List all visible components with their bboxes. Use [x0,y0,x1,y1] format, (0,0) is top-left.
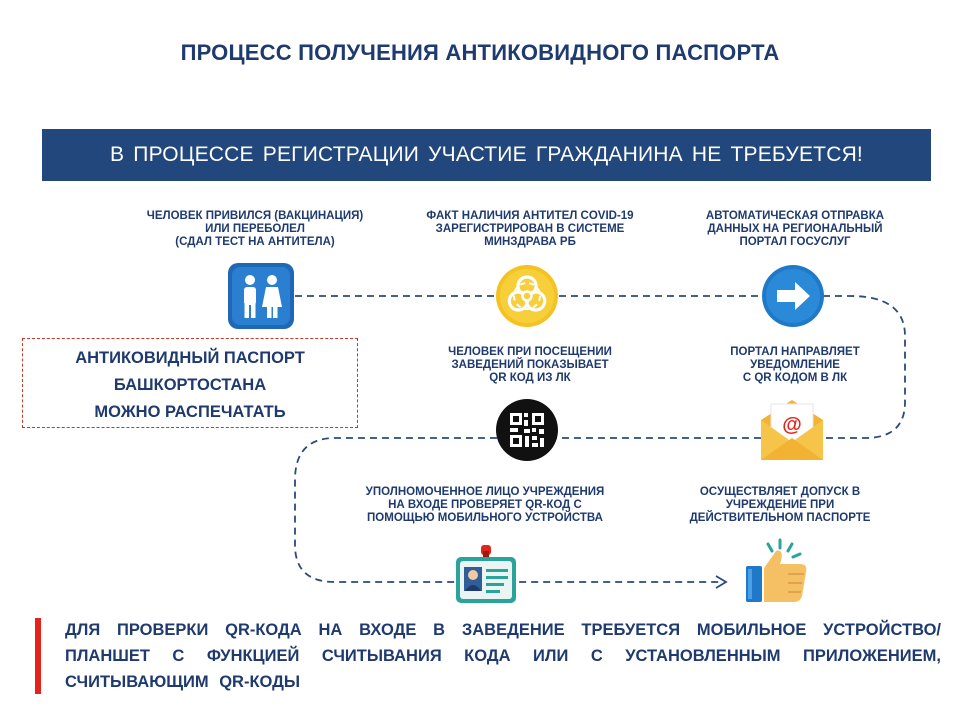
people-icon [228,263,294,329]
step-label-vaccination: ЧЕЛОВЕК ПРИВИЛСЯ (ВАКЦИНАЦИЯ) ИЛИ ПЕРЕБО… [146,210,364,248]
email-envelope-icon: @ [761,400,823,460]
passport-note-box: АНТИКОВИДНЫЙ ПАСПОРТ БАШКОРТОСТАНА МОЖНО… [22,338,358,428]
step-label-auto-send: АВТОМАТИЧЕСКАЯ ОТПРАВКА ДАННЫХ НА РЕГИОН… [705,210,885,248]
note-accent-bar [35,618,41,694]
arrow-right-icon [762,265,824,327]
biohazard-icon [496,265,558,327]
svg-text:@: @ [782,414,802,436]
page-title: ПРОЦЕСС ПОЛУЧЕНИЯ АНТИКОВИДНОГО ПАСПОРТА [180,40,780,65]
step-label-notification: ПОРТАЛ НАПРАВЛЯЕТ УВЕДОМЛЕНИЕ С QR КОДОМ… [730,346,860,384]
info-banner: В ПРОЦЕССЕ РЕГИСТРАЦИИ УЧАСТИЕ ГРАЖДАНИН… [42,129,931,181]
id-badge-icon [456,545,516,603]
qr-check-note: ДЛЯ ПРОВЕРКИ QR-КОДА НА ВХОДЕ В ЗАВЕДЕНИ… [65,621,941,691]
step-label-show-qr: ЧЕЛОВЕК ПРИ ПОСЕЩЕНИИ ЗАВЕДЕНИЙ ПОКАЗЫВА… [448,346,612,384]
passport-note-line1: АНТИКОВИДНЫЙ ПАСПОРТ [75,349,305,367]
step-label-admission: ОСУЩЕСТВЛЯЕТ ДОПУСК В УЧРЕЖДЕНИЕ ПРИ ДЕЙ… [689,486,871,524]
qr-code-icon [496,399,558,461]
thumbs-up-icon [746,538,807,602]
passport-note-line2: БАШКОРТОСТАНА [113,376,267,394]
passport-note-line3: МОЖНО РАСПЕЧАТАТЬ [94,403,286,421]
step-label-check-qr: УПОЛНОМОЧЕННОЕ ЛИЦО УЧРЕЖДЕНИЯ НА ВХОДЕ … [365,486,605,524]
step-label-antibodies: ФАКТ НАЛИЧИЯ АНТИТЕЛ COVID-19 ЗАРЕГИСТРИ… [426,210,634,248]
